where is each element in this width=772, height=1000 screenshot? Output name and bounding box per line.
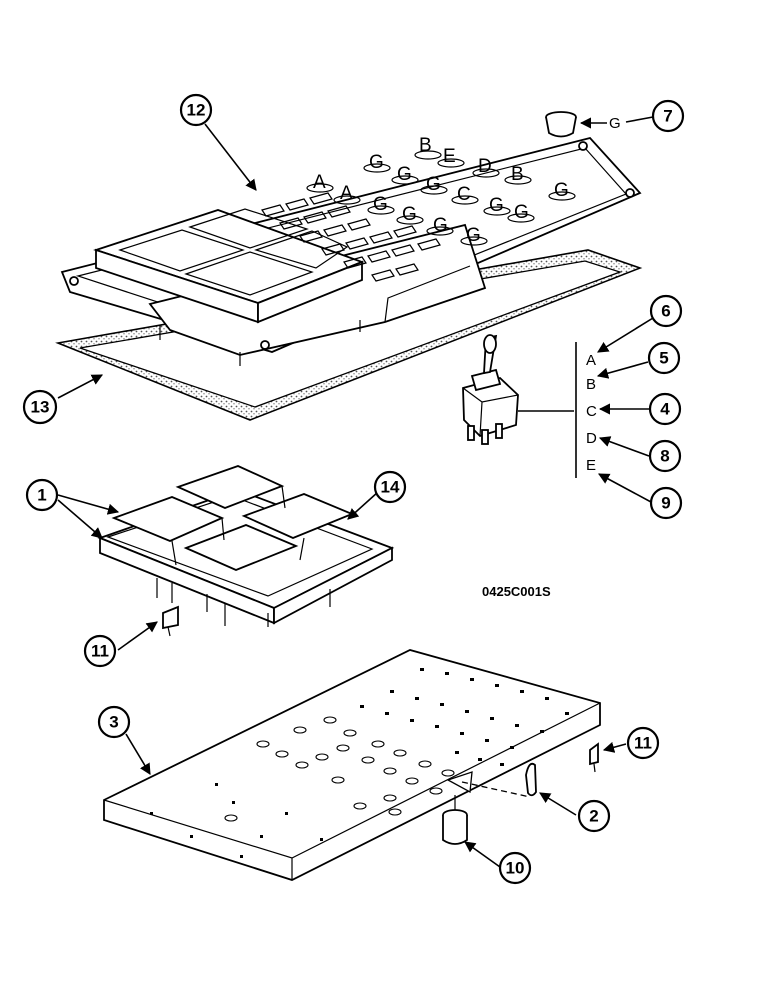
circuit-board — [103, 649, 601, 881]
svg-text:7: 7 — [663, 107, 672, 126]
callout-13: 13 — [22, 389, 58, 425]
svg-text:6: 6 — [661, 302, 670, 321]
callout-8: 8 — [648, 439, 682, 473]
svg-text:4: 4 — [660, 400, 670, 419]
panel-letter: B — [419, 135, 432, 156]
panel-letter: A — [313, 172, 326, 193]
switch-letter: D — [586, 430, 597, 447]
panel-letter: G — [554, 180, 569, 201]
svg-text:12: 12 — [187, 101, 206, 120]
lcd-module — [97, 465, 395, 637]
svg-text:14: 14 — [381, 478, 400, 497]
screw — [589, 742, 599, 773]
svg-text:11: 11 — [91, 642, 109, 661]
svg-text:13: 13 — [31, 398, 50, 417]
panel-letter: G — [402, 204, 417, 225]
switch-holes — [306, 150, 576, 246]
panel-letter: G — [466, 225, 481, 246]
callout-9: 9 — [649, 486, 683, 520]
callout-11-right: 11 — [626, 726, 660, 760]
bulb — [525, 762, 537, 797]
lamp-socket — [442, 795, 468, 845]
panel-letter: E — [443, 146, 456, 167]
toggle-switch — [462, 334, 577, 478]
panel-letter: B — [511, 164, 524, 185]
control-panel-housing — [60, 136, 642, 366]
callout-1: 1 — [25, 478, 59, 512]
svg-text:9: 9 — [661, 494, 670, 513]
panel-letters: A G B E D B G A G G C G G G G G G G — [313, 135, 569, 246]
reference-code: 0425C001S — [482, 584, 551, 599]
switch-letter: A — [586, 352, 596, 369]
plug: G — [545, 111, 621, 138]
panel-letter: G — [433, 215, 448, 236]
callout-10: 10 — [498, 851, 532, 885]
switch-letter: B — [586, 376, 596, 393]
panel-letter: G — [426, 174, 441, 195]
panel-letter: G — [514, 202, 529, 223]
callout-5: 5 — [647, 341, 681, 375]
panel-letter: A — [340, 183, 353, 204]
callout-11-left: 11 — [83, 634, 117, 668]
callout-14: 14 — [373, 470, 407, 504]
svg-text:11: 11 — [634, 734, 652, 753]
callout-4: 4 — [648, 392, 682, 426]
switch-letter: C — [586, 403, 597, 420]
panel-letter: G — [369, 152, 384, 173]
svg-text:5: 5 — [659, 349, 668, 368]
svg-text:8: 8 — [660, 447, 669, 466]
panel-letter: G — [397, 164, 412, 185]
leader-lines — [57, 116, 654, 868]
callout-3: 3 — [97, 705, 131, 739]
callout-7: 7 — [651, 99, 685, 133]
callout-6: 6 — [649, 294, 683, 328]
callout-2: 2 — [577, 799, 611, 833]
panel-letter: C — [457, 184, 471, 205]
panel-letter: G — [489, 195, 504, 216]
svg-text:10: 10 — [506, 859, 525, 878]
svg-text:3: 3 — [109, 713, 118, 732]
switch-position-letters: A B C D E — [586, 352, 597, 474]
switch-letter: E — [586, 457, 596, 474]
svg-text:2: 2 — [589, 807, 598, 826]
panel-letter: G — [373, 194, 388, 215]
plug-label: G — [609, 115, 621, 132]
callout-12: 12 — [179, 93, 213, 127]
svg-text:1: 1 — [37, 486, 46, 505]
panel-letter: D — [478, 156, 492, 177]
